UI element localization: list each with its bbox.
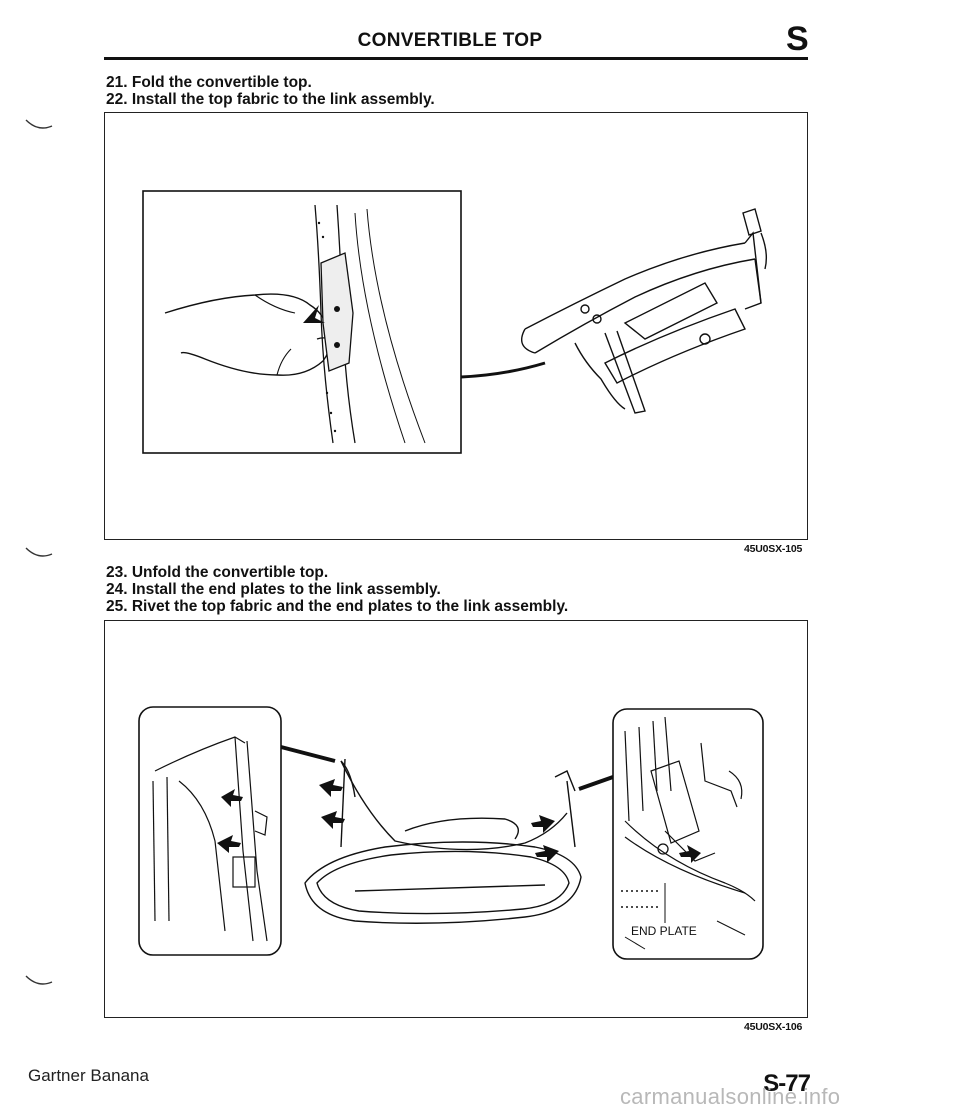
step-23: 23. Unfold the convertible top. xyxy=(106,564,329,581)
arrow-icon xyxy=(531,815,555,833)
step-22: 22. Install the top fabric to the link a… xyxy=(106,91,435,108)
leader-line xyxy=(578,775,614,791)
watermark: carmanualsonline.info xyxy=(620,1084,841,1109)
arrow-icon xyxy=(221,789,243,807)
arrow-icon xyxy=(303,305,325,323)
margin-mark xyxy=(25,119,53,129)
page-title: CONVERTIBLE TOP xyxy=(357,30,543,51)
arrow-icon xyxy=(321,811,345,829)
step-24: 24. Install the end plates to the link a… xyxy=(106,581,441,598)
figure-1 xyxy=(104,112,808,540)
end-plate-label: END PLATE xyxy=(631,924,697,938)
arrow-icon xyxy=(217,835,241,853)
margin-mark xyxy=(25,547,53,557)
section-letter: S xyxy=(786,20,809,58)
step-21: 21. Fold the convertible top. xyxy=(106,74,312,91)
folded-top xyxy=(304,758,582,924)
arrow-icon xyxy=(679,845,701,863)
figure-2: END PLATE xyxy=(104,620,808,1018)
arrow-icon xyxy=(535,845,559,863)
figure-2-code: 45U0SX-106 xyxy=(744,1021,803,1033)
header-rule xyxy=(104,57,808,60)
inset-frame xyxy=(142,190,462,454)
figure-2-illustration: END PLATE xyxy=(138,706,764,960)
figure-1-illustration xyxy=(142,190,768,454)
step-25: 25. Rivet the top fabric and the end pla… xyxy=(106,598,569,615)
leader-line xyxy=(460,361,546,379)
arrow-icon xyxy=(319,779,343,797)
figure-1-code: 45U0SX-105 xyxy=(744,543,803,555)
left-inset-frame xyxy=(138,706,282,956)
margin-mark xyxy=(25,975,53,985)
page-number: S-77 xyxy=(763,1070,811,1097)
right-inset-frame xyxy=(612,708,764,960)
link-assembly xyxy=(521,208,768,414)
footer-credit: Gartner Banana xyxy=(28,1066,149,1085)
leader-line xyxy=(280,745,336,763)
